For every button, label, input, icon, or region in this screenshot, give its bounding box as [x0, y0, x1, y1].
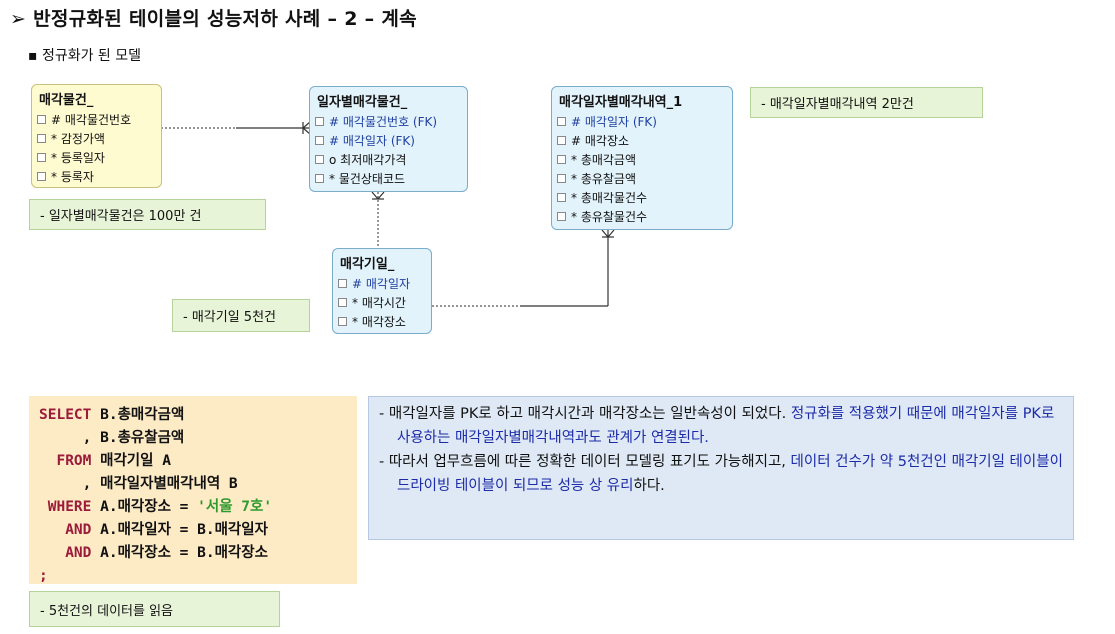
checkbox-icon [37, 115, 46, 124]
subtitle-text: 정규화가 된 모델 [41, 48, 142, 64]
attribute-row: # 매각일자 [333, 275, 431, 294]
sql-line: , 매각일자별매각내역 B [39, 476, 238, 492]
entity-maegak-giil[interactable]: 매각기일_ # 매각일자 * 매각시간 * 매각장소 [332, 248, 432, 334]
checkbox-icon [315, 117, 324, 126]
attribute-row: * 감정가액 [32, 130, 161, 149]
attribute-row: # 매각물건번호 (FK) [310, 113, 467, 132]
crowfoot-branch [371, 191, 379, 200]
attribute-row: o 최저매각가격 [310, 151, 467, 170]
note-detail-count: - 매각일자별매각내역 2만건 [750, 87, 983, 118]
attribute-row: * 등록일자 [32, 149, 161, 168]
checkbox-icon [557, 117, 566, 126]
note-period-count: - 매각기일 5천건 [172, 299, 310, 332]
checkbox-icon [37, 172, 46, 181]
crowfoot-branch [607, 229, 615, 238]
attribute-row: * 매각시간 [333, 294, 431, 313]
attribute-row: * 매각장소 [333, 313, 431, 332]
explanation-item-2: - 따라서 업무흐름에 따른 정확한 데이터 모델링 표기도 가능해지고, 데이… [379, 454, 1063, 494]
sql-line: FROM 매각기일 A [39, 453, 171, 469]
attribute-row: # 매각일자 (FK) [310, 132, 467, 151]
sql-line: SELECT B.총매각금액 [39, 407, 185, 423]
subtitle-bullet: ▪ [28, 48, 38, 64]
entity-name: 매각물건_ [39, 93, 94, 108]
checkbox-icon [37, 153, 46, 162]
attribute-row: * 등록자 [32, 168, 161, 187]
explanation-item-1: - 매각일자를 PK로 하고 매각시간과 매각장소는 일반속성이 되었다. 정규… [379, 406, 1055, 446]
attribute-row: * 총유찰금액 [552, 170, 732, 189]
attribute-row: * 물건상태코드 [310, 170, 467, 189]
checkbox-icon [557, 174, 566, 183]
sql-line: AND A.매각장소 = B.매각장소 [39, 545, 268, 561]
checkbox-icon [338, 317, 347, 326]
subtitle: ▪ 정규화가 된 모델 [28, 45, 141, 65]
note-read-count: - 5천건의 데이터를 읽음 [29, 591, 280, 627]
checkbox-icon [315, 155, 324, 164]
checkbox-icon [338, 279, 347, 288]
checkbox-icon [338, 298, 347, 307]
crowfoot-branch [601, 229, 609, 238]
entity-name: 매각일자별매각내역_1 [559, 95, 683, 110]
checkbox-icon [315, 174, 324, 183]
checkbox-icon [557, 155, 566, 164]
crowfoot-branch [302, 127, 311, 135]
attribute-row: # 매각장소 [552, 132, 732, 151]
entity-maegak-mulgeon[interactable]: 매각물건_ # 매각물건번호 * 감정가액 * 등록일자 * 등록자 [31, 84, 162, 188]
attribute-row: # 매각일자 (FK) [552, 113, 732, 132]
sql-code-block: SELECT B.총매각금액 , B.총유찰금액 FROM 매각기일 A , 매… [29, 396, 357, 584]
checkbox-icon [315, 136, 324, 145]
sql-line: ; [39, 568, 48, 584]
checkbox-icon [37, 134, 46, 143]
entity-daily-detail[interactable]: 매각일자별매각내역_1 # 매각일자 (FK) # 매각장소 * 총매각금액 *… [551, 86, 733, 230]
explanation-box: - 매각일자를 PK로 하고 매각시간과 매각장소는 일반속성이 되었다. 정규… [368, 396, 1074, 540]
sql-line: AND A.매각일자 = B.매각일자 [39, 522, 268, 538]
checkbox-icon [557, 136, 566, 145]
checkbox-icon [557, 193, 566, 202]
attribute-row: * 총매각물건수 [552, 189, 732, 208]
sql-line: WHERE A.매각장소 = '서울 7호' [39, 499, 273, 515]
checkbox-icon [557, 212, 566, 221]
attribute-row: # 매각물건번호 [32, 111, 161, 130]
crowfoot-branch [302, 121, 311, 129]
entity-daily-mulgeon[interactable]: 일자별매각물건_ # 매각물건번호 (FK) # 매각일자 (FK) o 최저매… [309, 86, 468, 192]
crowfoot-branch [377, 191, 385, 200]
attribute-row: * 총유찰물건수 [552, 208, 732, 227]
note-daily-count: - 일자별매각물건은 100만 건 [29, 199, 266, 230]
entity-name: 일자별매각물건_ [317, 95, 408, 110]
sql-line: , B.총유찰금액 [39, 430, 185, 446]
attribute-row: * 총매각금액 [552, 151, 732, 170]
entity-name: 매각기일_ [340, 257, 395, 272]
page-title: ➢ 반정규화된 테이블의 성능저하 사례 – 2 – 계속 [10, 8, 417, 30]
